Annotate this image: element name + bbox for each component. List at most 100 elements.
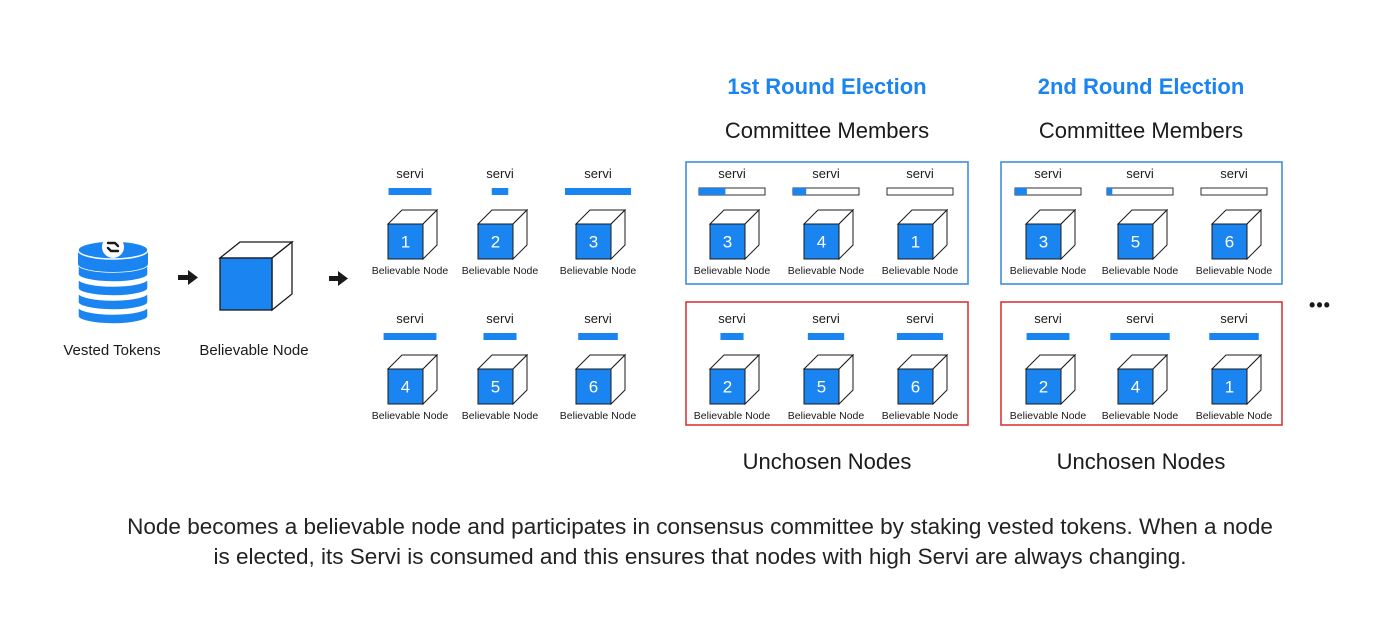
node-label: Believable Node (372, 265, 449, 277)
servi-label: servi (486, 311, 514, 326)
cube-icon (1116, 353, 1169, 406)
servi-label: servi (1220, 311, 1248, 326)
database-icon (77, 236, 149, 325)
node-id: 1 (1225, 378, 1234, 397)
cube-icon (218, 240, 294, 312)
node-label: Believable Node (694, 265, 771, 277)
node-label: Believable Node (372, 410, 449, 422)
node-id: 3 (589, 233, 598, 252)
node-id: 4 (1131, 378, 1140, 397)
cube-icon (1210, 353, 1263, 406)
servi-bar (483, 333, 517, 340)
node-label: Believable Node (1010, 265, 1087, 277)
servi-bar (1110, 333, 1170, 340)
servi-label: servi (584, 166, 612, 181)
servi-bar-fill (793, 188, 807, 195)
node-id: 5 (817, 378, 826, 397)
node-label: Believable Node (560, 265, 637, 277)
node-label: Believable Node (882, 265, 959, 277)
node-id: 2 (1039, 378, 1048, 397)
cube-icon (1024, 353, 1077, 406)
servi-bar-track (1106, 187, 1174, 196)
cube-icon (1024, 208, 1077, 261)
servi-label: servi (486, 166, 514, 181)
servi-label: servi (396, 166, 424, 181)
cube-icon (708, 208, 761, 261)
servi-bar (807, 333, 845, 340)
vested-tokens-label: Vested Tokens (63, 342, 160, 359)
round2-committee-heading: Committee Members (1039, 118, 1243, 143)
node-id: 6 (1225, 233, 1234, 252)
cube-icon (386, 208, 439, 261)
node-label: Believable Node (1010, 410, 1087, 422)
servi-bar-track (886, 187, 954, 196)
round1-unchosen-box (685, 301, 969, 426)
caption: Node becomes a believable node and parti… (40, 512, 1360, 572)
node-id: 4 (817, 233, 826, 252)
cube-icon (708, 353, 761, 406)
servi-label: servi (718, 311, 746, 326)
servi-label: servi (1034, 311, 1062, 326)
servi-bar (1026, 333, 1070, 340)
node-label: Believable Node (882, 410, 959, 422)
servi-label: servi (1126, 311, 1154, 326)
cube-icon (896, 208, 949, 261)
node-label: Believable Node (560, 410, 637, 422)
servi-bar-track (1200, 187, 1268, 196)
node-label: Believable Node (1196, 410, 1273, 422)
node-label: Believable Node (1196, 265, 1273, 277)
round1-title: 1st Round Election (727, 74, 926, 99)
more-rounds-ellipsis: ••• (1309, 295, 1331, 315)
node-id: 6 (911, 378, 920, 397)
servi-label: servi (906, 166, 934, 181)
believable-node-label: Believable Node (199, 342, 308, 359)
round2-committee-box (1000, 161, 1283, 285)
node-label: Believable Node (1102, 410, 1179, 422)
node-id: 3 (723, 233, 732, 252)
arrow-right-icon (329, 271, 348, 286)
round2-title: 2nd Round Election (1038, 74, 1245, 99)
round1-unchosen-heading: Unchosen Nodes (743, 449, 912, 474)
servi-bar (388, 188, 432, 195)
node-id: 5 (491, 378, 500, 397)
node-id: 3 (1039, 233, 1048, 252)
node-label: Believable Node (788, 410, 865, 422)
node-id: 5 (1131, 233, 1140, 252)
caption-line-2: is elected, its Servi is consumed and th… (213, 544, 1187, 569)
round1-committee-box (685, 161, 969, 285)
node-label: Believable Node (1102, 265, 1179, 277)
servi-label: servi (906, 311, 934, 326)
servi-bar-fill (1107, 188, 1113, 195)
servi-label: servi (1034, 166, 1062, 181)
servi-bar-fill (699, 188, 726, 195)
node-id: 2 (723, 378, 732, 397)
cube-icon (802, 208, 855, 261)
node-label: Believable Node (462, 410, 539, 422)
servi-bar (383, 333, 437, 340)
cube-icon (476, 353, 529, 406)
cube-icon (896, 353, 949, 406)
servi-bar-fill (1015, 188, 1027, 195)
node-id: 1 (401, 233, 410, 252)
servi-bar (565, 188, 631, 195)
node-id: 4 (401, 378, 410, 397)
servi-bar (720, 333, 744, 340)
servi-label: servi (584, 311, 612, 326)
servi-label: servi (1220, 166, 1248, 181)
